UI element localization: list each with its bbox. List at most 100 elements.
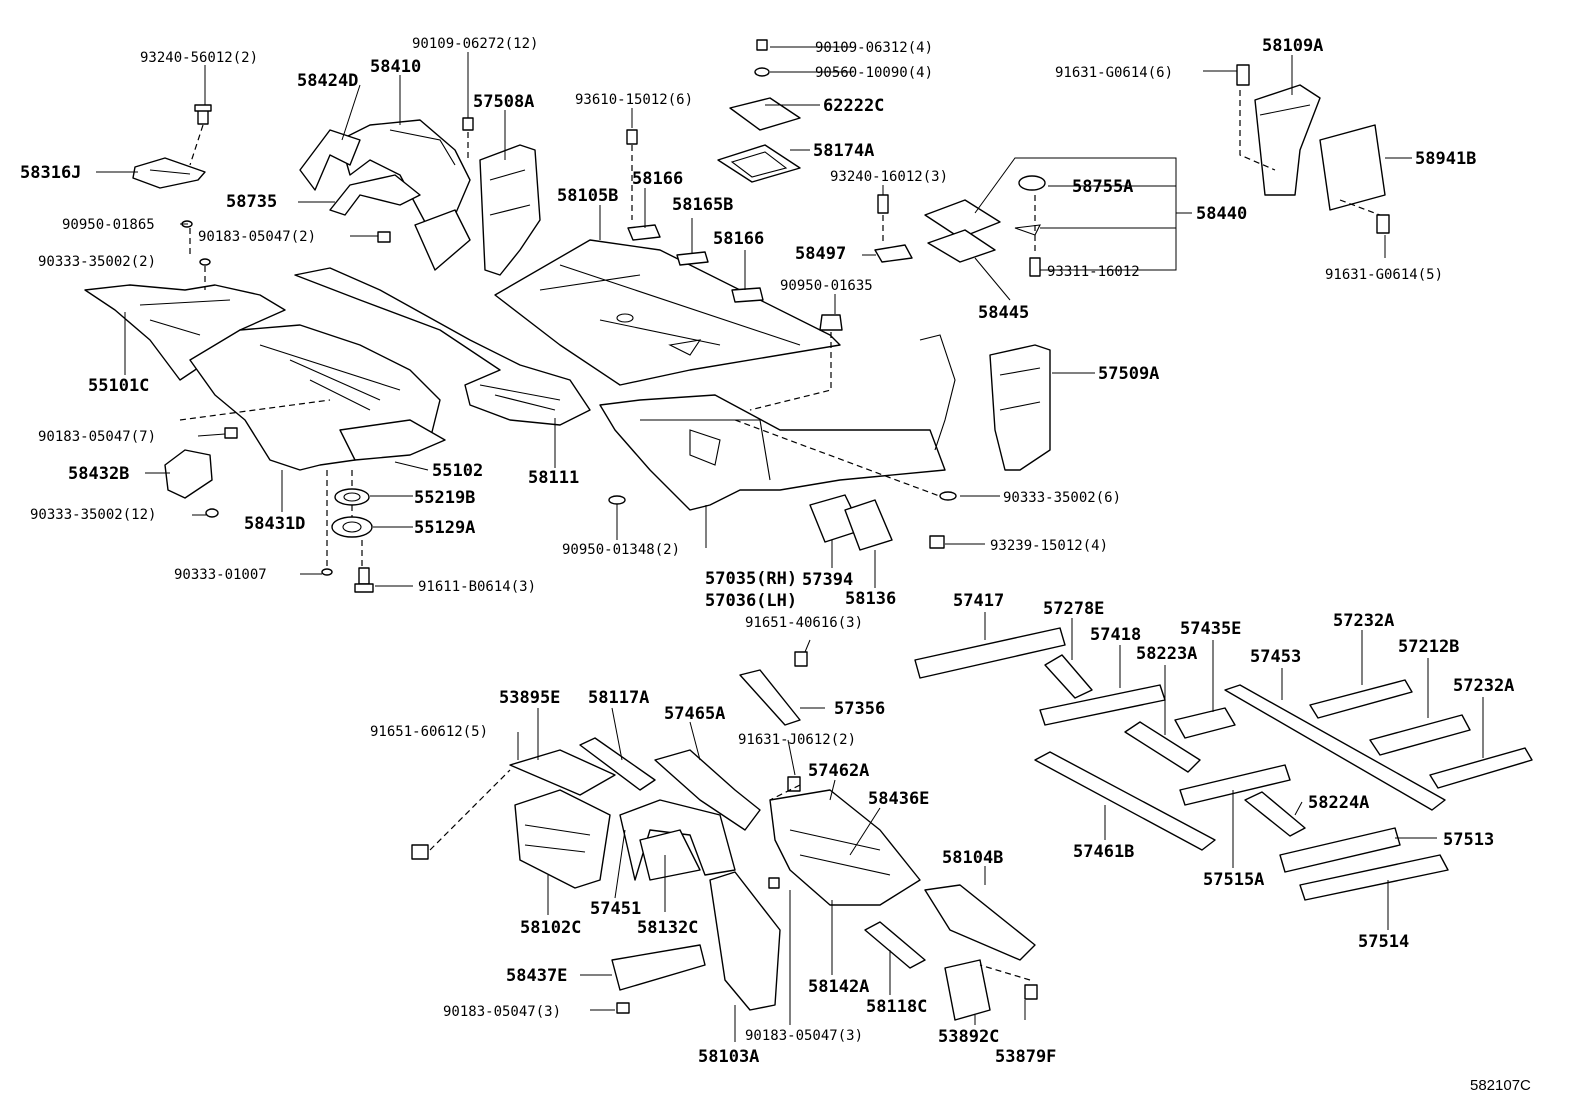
callout-58424D: 58424D <box>297 71 358 91</box>
bolt-icon <box>354 567 374 593</box>
part-drawings <box>84 39 1533 1021</box>
callout-57035: 57035(RH) <box>705 569 797 589</box>
callout-58165B: 58165B <box>672 195 733 215</box>
callout-57394: 57394 <box>802 570 853 590</box>
callout-93240-16012: 93240-16012(3) <box>830 169 948 185</box>
callout-58432B: 58432B <box>68 464 129 484</box>
plug-icon <box>205 508 219 518</box>
callout-58166-b: 58166 <box>713 229 764 249</box>
callout-91651-60612: 91651-60612(5) <box>370 724 488 740</box>
callout-93240-56012: 93240-56012(2) <box>140 50 258 66</box>
callout-58142A: 58142A <box>808 977 869 997</box>
bolt-icon <box>462 117 474 131</box>
part-57514 <box>1299 854 1449 901</box>
callout-90333-01007: 90333-01007 <box>174 567 267 583</box>
part-90950-01635 <box>819 314 843 331</box>
callout-57435E: 57435E <box>1180 619 1241 639</box>
part-57356 <box>739 669 801 726</box>
bolt-icon <box>929 535 945 549</box>
part-55101C <box>84 284 286 381</box>
part-62222C <box>729 97 801 131</box>
callout-58497: 58497 <box>795 244 846 264</box>
callout-91611-B0614: 91611-B0614(3) <box>418 579 536 595</box>
callout-58410: 58410 <box>370 57 421 77</box>
part-57035 <box>599 394 946 511</box>
part-55129A <box>331 516 373 538</box>
part-57515A <box>1179 764 1291 806</box>
part-57508A-inner <box>414 209 471 271</box>
part-58437E <box>611 944 706 991</box>
callout-58117A: 58117A <box>588 688 649 708</box>
callout-58136: 58136 <box>845 589 896 609</box>
callout-53879F: 53879F <box>995 1047 1056 1067</box>
part-58223A <box>1124 721 1201 773</box>
bolt-icon <box>1029 257 1041 277</box>
part-57435E <box>1174 707 1236 739</box>
diagram-id: 582107C <box>1470 1077 1531 1094</box>
part-58136 <box>844 499 893 551</box>
callout-53895E: 53895E <box>499 688 560 708</box>
part-58174A <box>717 144 801 183</box>
part-57462A <box>769 789 921 906</box>
callout-90333-35002-6: 90333-35002(6) <box>1003 490 1121 506</box>
callout-58111: 58111 <box>528 468 579 488</box>
callout-93311-16012: 93311-16012 <box>1047 264 1140 280</box>
part-57509A <box>989 344 1051 471</box>
part-58118C <box>864 921 926 969</box>
callout-58132C: 58132C <box>637 918 698 938</box>
bolt-icon <box>794 651 808 667</box>
callout-90333-35002-2: 90333-35002(2) <box>38 254 156 270</box>
callout-57417: 57417 <box>953 591 1004 611</box>
part-57417 <box>914 627 1066 679</box>
callout-57356: 57356 <box>834 699 885 719</box>
callout-90333-35002-12: 90333-35002(12) <box>30 507 156 523</box>
callout-57036: 57036(LH) <box>705 591 797 611</box>
callout-55129A: 55129A <box>414 518 475 538</box>
part-57453 <box>1224 684 1446 811</box>
callout-62222C: 62222C <box>823 96 884 116</box>
bolt-icon <box>787 776 801 792</box>
callout-57514: 57514 <box>1358 932 1409 952</box>
callout-90950-01348: 90950-01348(2) <box>562 542 680 558</box>
part-58224A <box>1244 791 1306 837</box>
callout-57212B: 57212B <box>1398 637 1459 657</box>
callout-90183-05047-3a: 90183-05047(3) <box>443 1004 561 1020</box>
part-55219B <box>334 488 370 506</box>
callout-58109A: 58109A <box>1262 36 1323 56</box>
callout-93239-15012: 93239-15012(4) <box>990 538 1108 554</box>
part-57465A <box>654 749 761 831</box>
part-58316J <box>132 157 206 189</box>
part-58735 <box>329 174 421 216</box>
part-57278E <box>1044 654 1093 699</box>
callout-57509A: 57509A <box>1098 364 1159 384</box>
callout-90950-01865: 90950-01865 <box>62 217 155 233</box>
callout-58941B: 58941B <box>1415 149 1476 169</box>
callout-90183-05047-3b: 90183-05047(3) <box>745 1028 863 1044</box>
clip-icon <box>768 877 780 889</box>
callout-55102: 55102 <box>432 461 483 481</box>
callout-91631-G0614-5: 91631-G0614(5) <box>1325 267 1443 283</box>
callout-58103A: 58103A <box>698 1047 759 1067</box>
part-58166-b <box>731 287 764 303</box>
part-58105B <box>494 239 841 386</box>
callout-58174A: 58174A <box>813 141 874 161</box>
part-57461B <box>1034 751 1216 851</box>
part-57418 <box>1039 684 1166 726</box>
part-57513 <box>1279 827 1401 873</box>
callout-57462A: 57462A <box>808 761 869 781</box>
leader-lines <box>96 46 1484 1042</box>
callout-58102C: 58102C <box>520 918 581 938</box>
callout-91651-40616: 91651-40616(3) <box>745 615 863 631</box>
callout-91631-J0612: 91631-J0612(2) <box>738 732 856 748</box>
plug-icon <box>321 568 333 576</box>
callout-57278E: 57278E <box>1043 599 1104 619</box>
callout-55219B: 55219B <box>414 488 475 508</box>
callout-58224A: 58224A <box>1308 793 1369 813</box>
bolt-icon <box>756 39 768 51</box>
part-58132C <box>639 829 701 881</box>
callout-57508A: 57508A <box>473 92 534 112</box>
washer-icon <box>754 67 770 77</box>
callout-58436E: 58436E <box>868 789 929 809</box>
callout-90183-05047-7: 90183-05047(7) <box>38 429 156 445</box>
